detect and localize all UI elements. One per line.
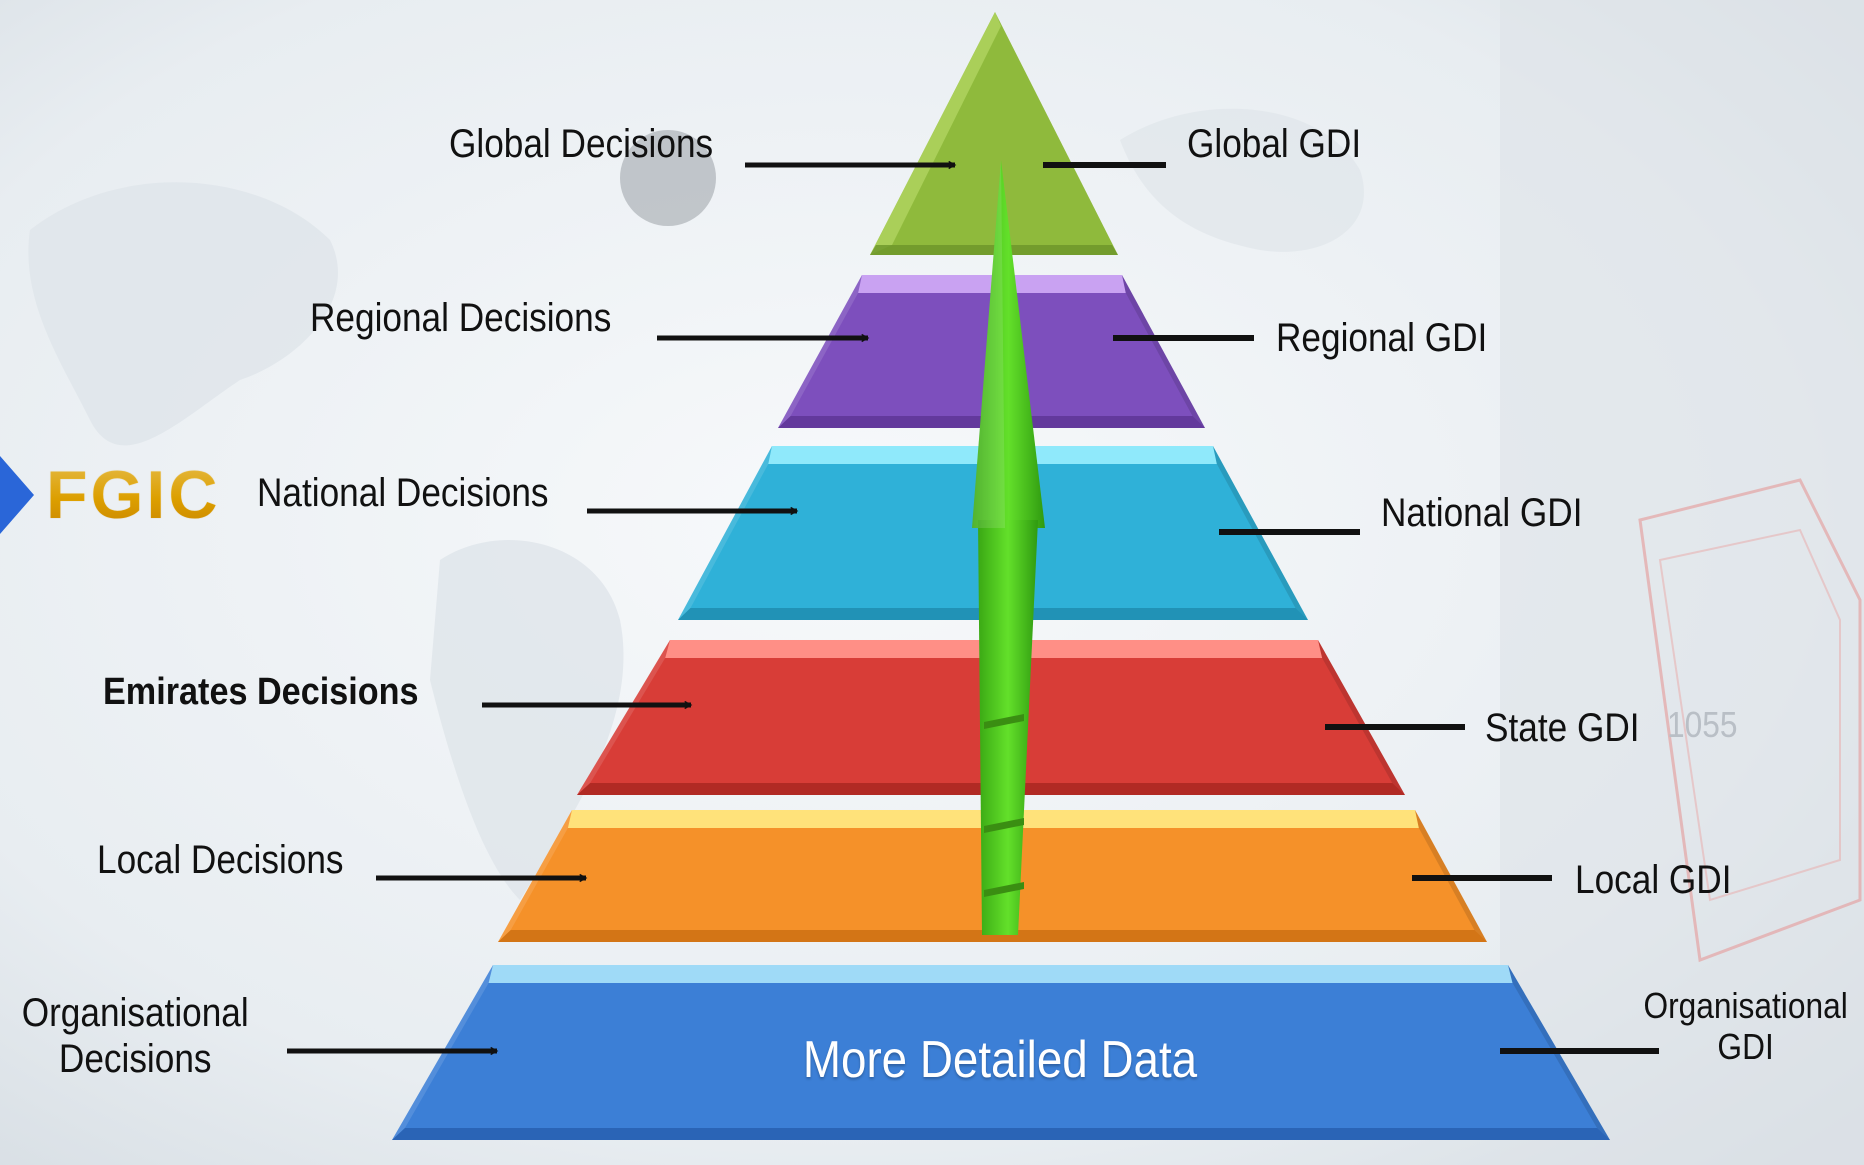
global-band-face bbox=[870, 12, 1118, 255]
organisational-band-bottom bbox=[392, 1128, 1610, 1140]
state-gdi-label: State GDI bbox=[1485, 706, 1640, 750]
local-decisions-label: Local Decisions bbox=[97, 838, 344, 882]
organisational-decisions-label: Organisational Decisions bbox=[21, 991, 249, 1081]
up-arrow-icon bbox=[972, 160, 1045, 935]
national-band-left-shade bbox=[678, 446, 772, 620]
fgic-marker-shape bbox=[0, 456, 34, 534]
organisational-band-face bbox=[392, 965, 1610, 1140]
connector-lines bbox=[287, 160, 1659, 1056]
organisational-band bbox=[392, 965, 1610, 1140]
regional-band-left-shade bbox=[778, 275, 862, 428]
up-arrow-stripe bbox=[984, 714, 1024, 729]
global-gdi-label: Global GDI bbox=[1187, 122, 1362, 166]
regional-band-right-shade bbox=[1122, 275, 1205, 428]
ghost-number: 1055 bbox=[1667, 704, 1738, 745]
up-arrow-head bbox=[972, 160, 1045, 528]
up-arrow-shaft bbox=[978, 520, 1038, 935]
more-detailed-data-label: More Detailed Data bbox=[802, 1031, 1198, 1089]
up-arrow-stripe bbox=[984, 882, 1024, 897]
emirates-decisions-label: Emirates Decisions bbox=[103, 671, 419, 713]
local-band-bottom bbox=[498, 930, 1487, 942]
emirates-band-left-shade bbox=[577, 640, 670, 795]
global-decisions-label: Global Decisions bbox=[449, 122, 714, 166]
organisational-gdi-label: Organisational GDI bbox=[1643, 985, 1848, 1068]
local-gdi-label: Local GDI bbox=[1575, 858, 1732, 902]
national-decisions-label: National Decisions bbox=[257, 471, 549, 515]
emirates-band-right-shade bbox=[1318, 640, 1405, 795]
up-arrow-stripe bbox=[984, 818, 1024, 833]
regional-gdi-label: Regional GDI bbox=[1276, 316, 1488, 360]
up-arrow-head-shine bbox=[972, 160, 1005, 528]
global-band-highlight bbox=[870, 12, 1001, 255]
fgic-label: FGIC bbox=[46, 457, 221, 533]
regional-decisions-label: Regional Decisions bbox=[310, 296, 612, 340]
organisational-band-top bbox=[488, 965, 1513, 983]
national-gdi-label: National GDI bbox=[1381, 491, 1583, 535]
fgic-marker-icon bbox=[0, 456, 34, 534]
